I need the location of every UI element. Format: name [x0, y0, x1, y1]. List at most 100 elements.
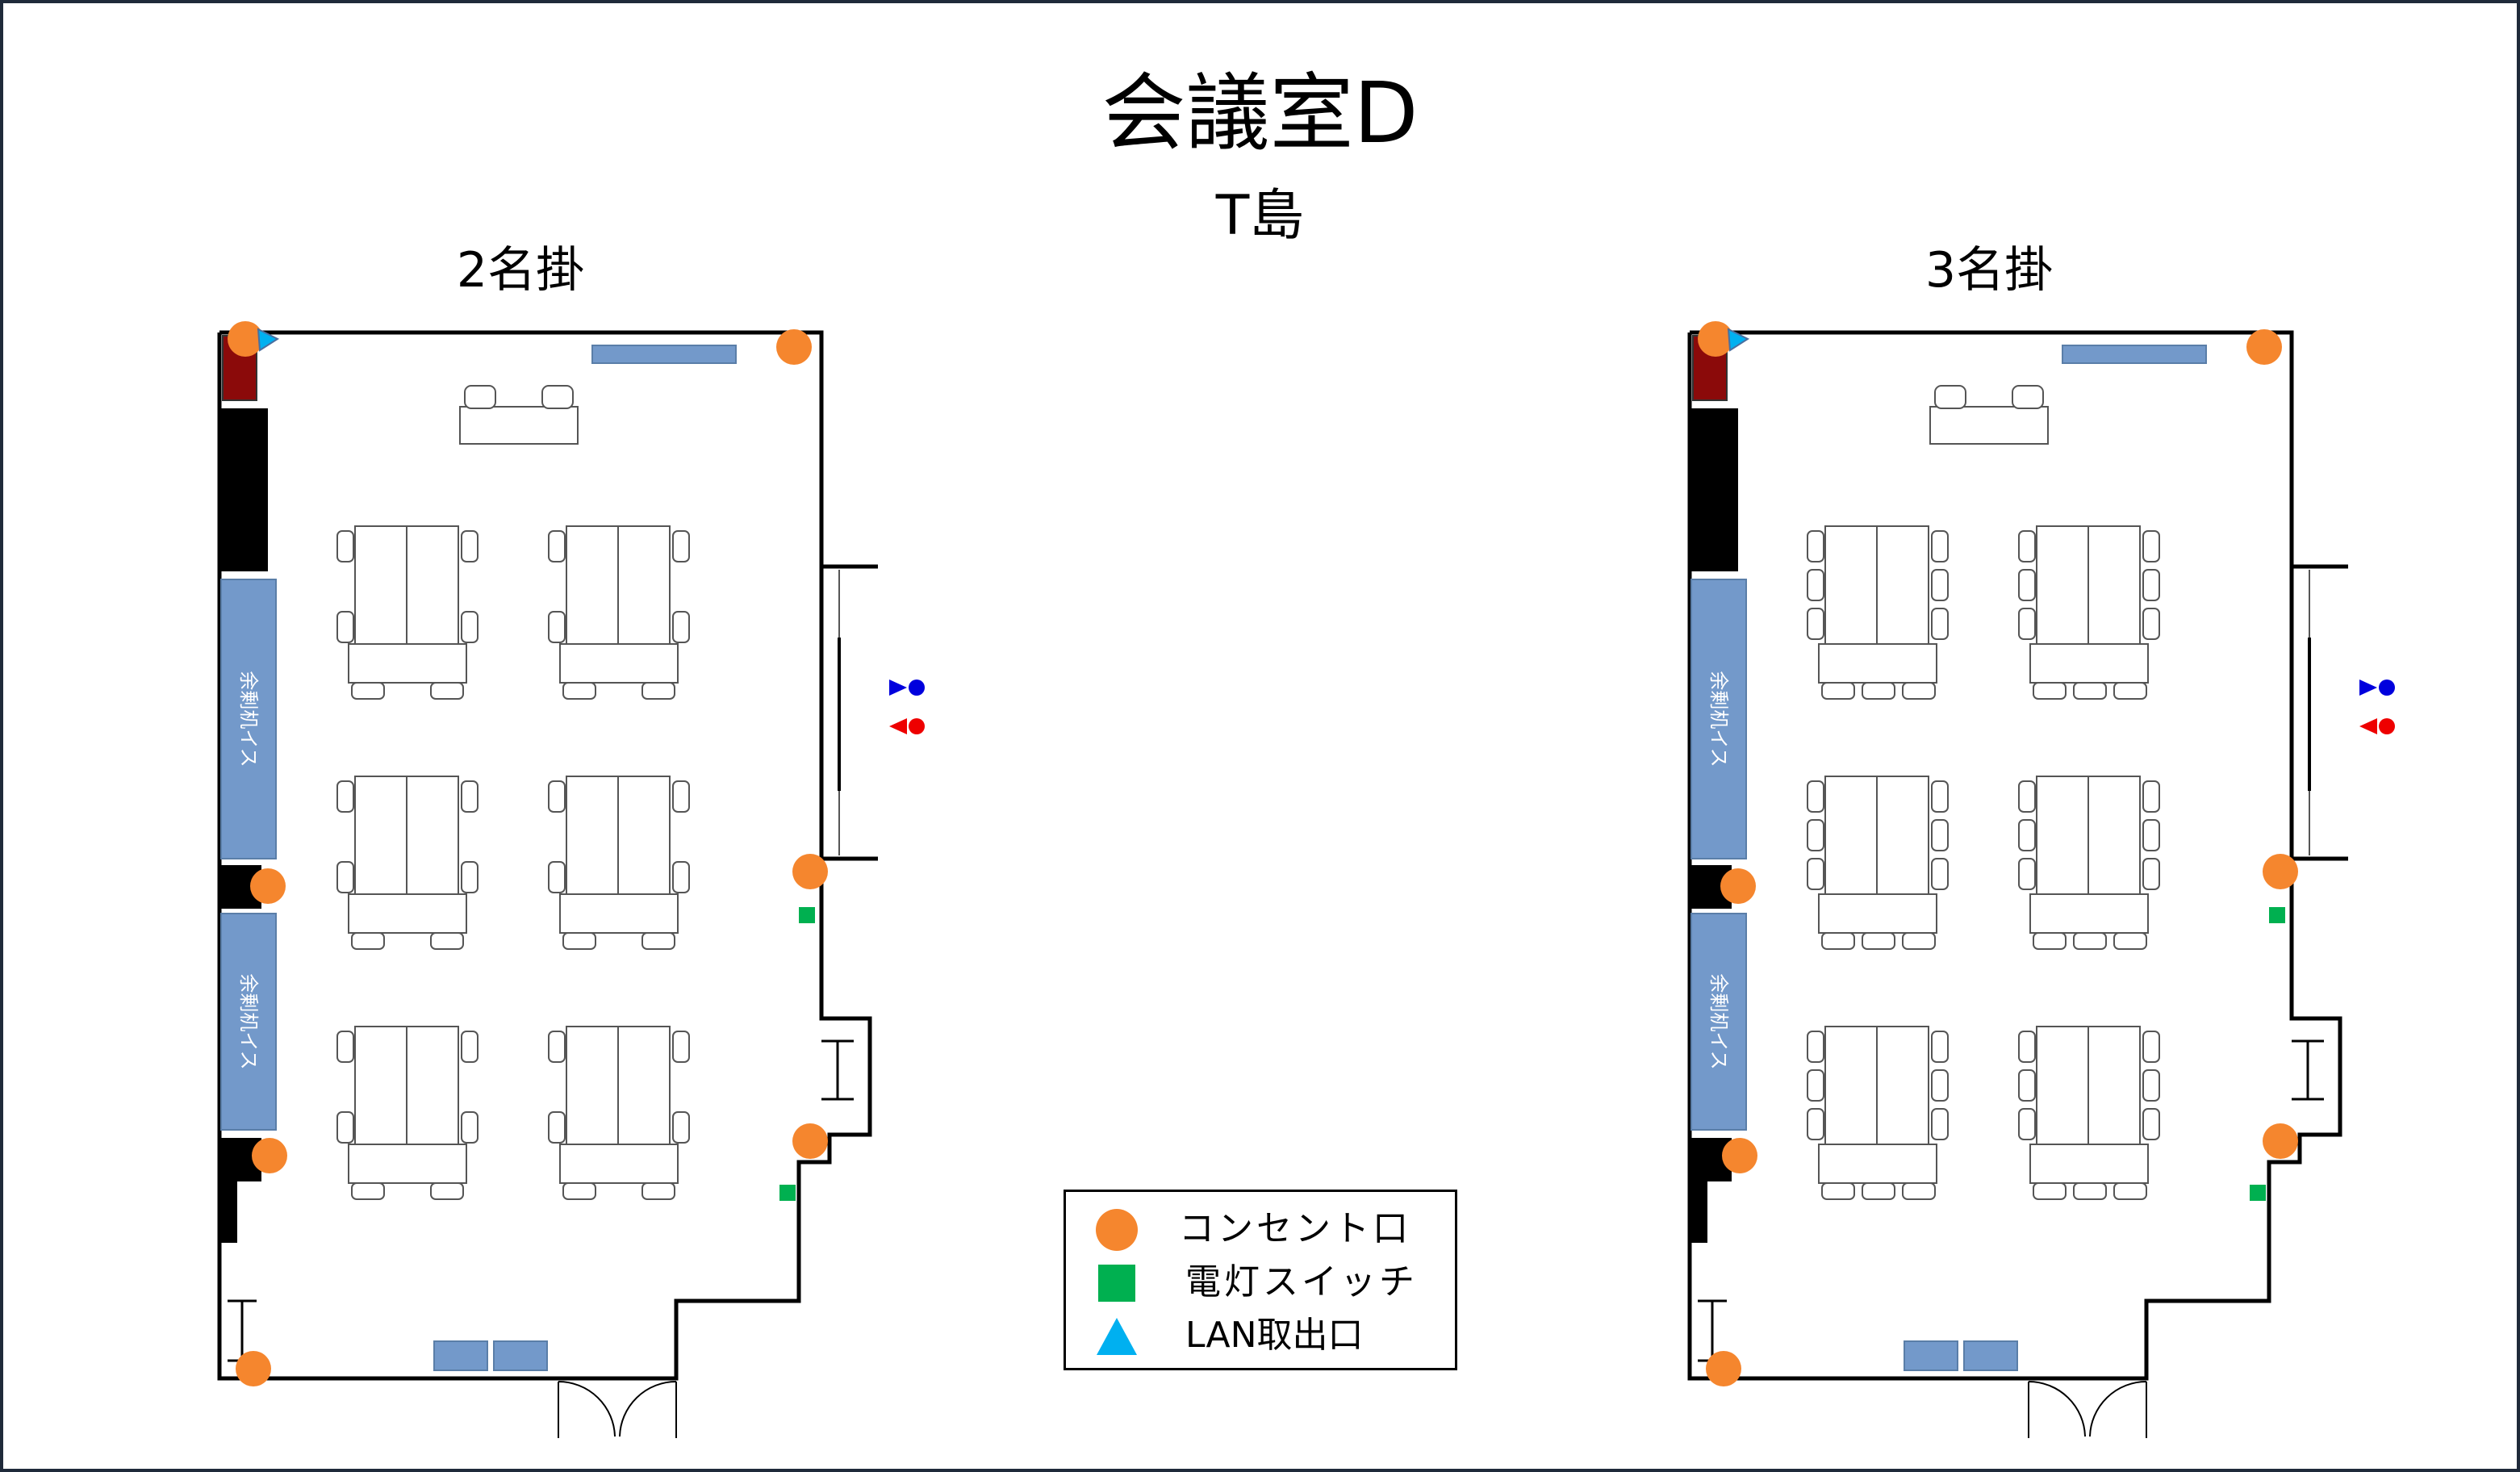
chair: [548, 1031, 566, 1063]
lan-icon: [257, 328, 280, 352]
table: [406, 776, 459, 895]
chair: [1821, 932, 1855, 950]
chair: [2142, 1108, 2160, 1140]
entrance-door: [2028, 1381, 2147, 1438]
chair: [562, 1182, 596, 1200]
presenter-desk: [459, 406, 579, 445]
chair: [672, 861, 690, 893]
outlet-icon: [250, 868, 286, 904]
table: [1876, 1026, 1929, 1145]
chair: [461, 780, 479, 813]
storage-label: 余剰机イス: [237, 671, 260, 767]
page-title: 会議室D: [1101, 64, 1419, 162]
table: [1876, 525, 1929, 645]
chair: [672, 1031, 690, 1063]
chair: [672, 530, 690, 562]
chair: [1931, 530, 1949, 562]
storage-label: 余剰机イス: [1707, 973, 1730, 1069]
chair: [2142, 530, 2160, 562]
restroom-male-icon: [909, 680, 925, 696]
chair: [336, 861, 354, 893]
outlet-icon: [776, 329, 812, 365]
wall-block: [219, 408, 268, 571]
chair: [1931, 780, 1949, 813]
table: [559, 643, 679, 684]
orange-circle-icon: [1096, 1209, 1138, 1251]
table-island: [2018, 1026, 2160, 1200]
storage-label: 余剰机イス: [1707, 671, 1730, 767]
chair: [461, 861, 479, 893]
chair: [2033, 1182, 2067, 1200]
chair: [548, 1111, 566, 1144]
chair: [430, 682, 464, 700]
storage-box: [433, 1340, 488, 1371]
table: [617, 1026, 671, 1145]
chair: [672, 780, 690, 813]
table: [348, 1144, 467, 1184]
lan-icon: [1727, 328, 1750, 352]
legend-item-outlet: コンセント口: [1066, 1203, 1455, 1255]
restroom-male-icon: [889, 680, 907, 696]
entrance-door: [558, 1381, 677, 1438]
chair: [672, 611, 690, 643]
restroom-female-icon: [2359, 718, 2377, 734]
chair: [461, 1031, 479, 1063]
chair: [430, 932, 464, 950]
table: [406, 1026, 459, 1145]
chair: [2142, 858, 2160, 890]
chair: [641, 1182, 675, 1200]
chair: [2113, 1182, 2147, 1200]
legend-label-switch: 電灯スイッチ: [1185, 1261, 1418, 1303]
chair: [461, 1111, 479, 1144]
chair: [548, 780, 566, 813]
chair: [351, 682, 385, 700]
table: [354, 1026, 407, 1145]
table: [2036, 1026, 2089, 1145]
outlet-icon: [1698, 321, 1733, 357]
chair: [2018, 1031, 2036, 1063]
table: [1824, 776, 1878, 895]
table-island: [1807, 1026, 1949, 1200]
outlet-icon: [228, 321, 263, 357]
chair: [2018, 819, 2036, 851]
table: [2087, 1026, 2141, 1145]
cyan-triangle-icon: [1097, 1318, 1137, 1355]
table: [559, 893, 679, 934]
table-island: [548, 1026, 690, 1200]
switch-icon: [799, 907, 815, 923]
outlet-icon: [2263, 1123, 2298, 1159]
chair: [336, 611, 354, 643]
chair: [1862, 682, 1895, 700]
chair: [351, 932, 385, 950]
chair: [2018, 1108, 2036, 1140]
chair: [2142, 569, 2160, 601]
chair: [2018, 530, 2036, 562]
chair: [1821, 1182, 1855, 1200]
table: [2029, 643, 2149, 684]
wall-block: [1690, 1178, 1707, 1243]
storage-strip: [2062, 345, 2207, 364]
outlet-icon: [252, 1138, 287, 1173]
plan-label-2-seats: 2名掛: [456, 242, 585, 299]
table: [566, 776, 619, 895]
chair: [1807, 1031, 1824, 1063]
storage-area: [1690, 579, 1747, 859]
chair: [1821, 682, 1855, 700]
outlet-icon: [792, 1123, 828, 1159]
chair: [2142, 780, 2160, 813]
chair: [1862, 1182, 1895, 1200]
chair: [336, 1031, 354, 1063]
chair: [430, 1182, 464, 1200]
table: [566, 1026, 619, 1145]
chair: [1931, 1069, 1949, 1102]
table: [1818, 643, 1937, 684]
chair: [1931, 1031, 1949, 1063]
legend-label-outlet: コンセント口: [1179, 1208, 1411, 1249]
table: [2029, 893, 2149, 934]
chair: [1807, 1069, 1824, 1102]
switch-icon: [2250, 1185, 2266, 1201]
chair: [2142, 1069, 2160, 1102]
table: [617, 776, 671, 895]
table: [559, 1144, 679, 1184]
